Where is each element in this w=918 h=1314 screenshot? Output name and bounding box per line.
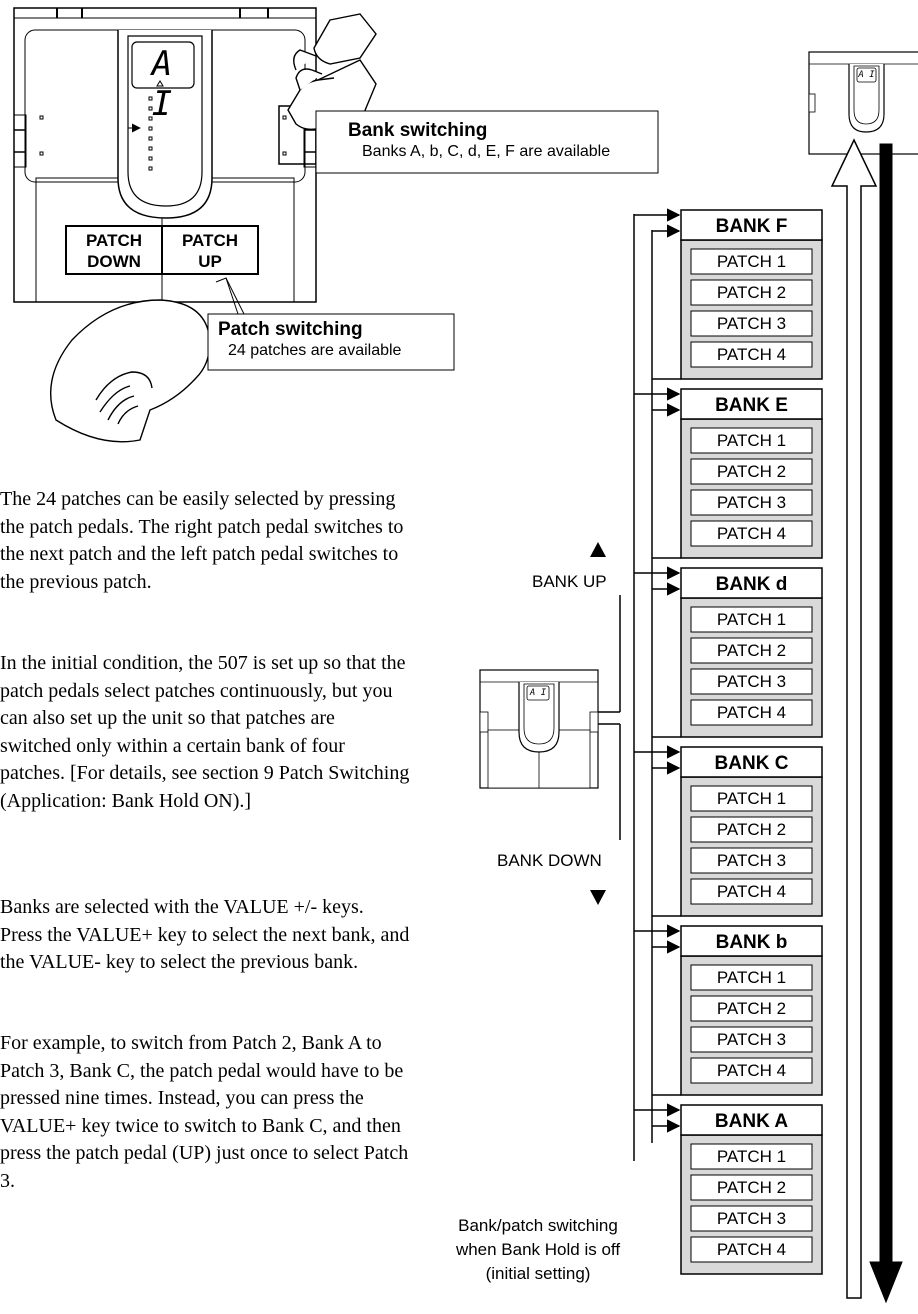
up-arrow-icon (830, 138, 878, 1299)
patch-box (690, 341, 813, 368)
bank-switching-text: Bank switching Banks A, b, C, d, E, F ar… (348, 120, 611, 160)
pedal-unit-left-mini (479, 669, 599, 789)
paragraph-3: Banks are selected with the VALUE +/- ke… (0, 896, 410, 974)
patch-box (690, 310, 813, 337)
patch-box (690, 699, 813, 726)
patch-label: PATCH 3 (717, 1030, 786, 1049)
patch-box (690, 995, 813, 1022)
patch-label: PATCH 1 (717, 252, 786, 271)
down-arrow-icon (869, 143, 903, 1304)
patch-box (690, 458, 813, 485)
patch-label: PATCH 2 (717, 820, 786, 839)
bank-name: BANK E (715, 395, 788, 416)
patch-box (690, 964, 813, 991)
patch-box (690, 248, 813, 275)
bank-name: BANK A (715, 1111, 788, 1132)
bank-down-triangle-icon (590, 890, 606, 905)
patch-label: PATCH 1 (717, 1147, 786, 1166)
display-readout: A I (151, 44, 175, 124)
patch-label: PATCH 2 (717, 1178, 786, 1197)
paragraph-2: In the initial condition, the 507 is set… (0, 652, 410, 812)
patch-label: PATCH 4 (717, 345, 786, 364)
patch-box (690, 1236, 813, 1263)
patch-label: PATCH 4 (717, 882, 786, 901)
bank-block: BANK E PATCH 1 PATCH 2 PATCH 3 PATCH 4 (634, 378, 823, 559)
patch-label: PATCH 1 (717, 789, 786, 808)
bank-block: BANK A PATCH 1 PATCH 2 PATCH 3 PATCH 4 (634, 1094, 823, 1275)
pedal-unit-top-mini (808, 51, 918, 155)
patch-box (690, 1026, 813, 1053)
paragraph-4: For example, to switch from Patch 2, Ban… (0, 1032, 409, 1192)
mini-display-readout-left: A I (529, 688, 547, 698)
patch-label: PATCH 3 (717, 493, 786, 512)
patch-label: PATCH 3 (717, 1209, 786, 1228)
patch-box (690, 1205, 813, 1232)
bank-block: BANK F PATCH 1 PATCH 2 PATCH 3 PATCH 4 (634, 208, 823, 380)
bank-block: BANK C PATCH 1 PATCH 2 PATCH 3 PATCH 4 (634, 736, 823, 917)
mini-display-readout: A I (858, 70, 875, 80)
patch-label: PATCH 2 (717, 999, 786, 1018)
patch-box (690, 878, 813, 905)
patch-switching-text: Patch switching 24 patches are available (218, 319, 402, 359)
patch-label: PATCH 3 (717, 672, 786, 691)
patch-box (690, 427, 813, 454)
bank-name: BANK d (716, 574, 788, 595)
patch-label: PATCH 1 (717, 968, 786, 987)
patch-box (690, 279, 813, 306)
patch-label: PATCH 3 (717, 851, 786, 870)
patch-box (690, 1057, 813, 1084)
patch-label: PATCH 2 (717, 641, 786, 660)
paragraph-1: The 24 patches can be easily selected by… (0, 488, 404, 593)
patch-box (690, 668, 813, 695)
bank-up-label: BANK UP (532, 572, 607, 591)
patch-box (690, 1174, 813, 1201)
patch-box (690, 847, 813, 874)
patch-box (690, 520, 813, 547)
patch-label: PATCH 3 (717, 314, 786, 333)
hand-icon (287, 13, 377, 131)
patch-switching-callout (207, 313, 455, 371)
patch-label: PATCH 4 (717, 703, 786, 722)
foot-icon (50, 299, 211, 443)
callout-pointer (225, 277, 245, 315)
patch-label: PATCH 2 (717, 462, 786, 481)
patch-box (690, 1143, 813, 1170)
bank-block: BANK b PATCH 1 PATCH 2 PATCH 3 PATCH 4 (634, 915, 823, 1096)
patch-label: PATCH 4 (717, 1061, 786, 1080)
patch-box (690, 816, 813, 843)
patch-label: PATCH 4 (717, 524, 786, 543)
patch-box (690, 785, 813, 812)
patch-label: PATCH 4 (717, 1240, 786, 1259)
patch-box (690, 489, 813, 516)
patch-label: PATCH 1 (717, 610, 786, 629)
bank-name: BANK b (716, 932, 788, 953)
pedal-unit (13, 7, 317, 303)
bank-name: BANK C (715, 753, 789, 774)
bank-down-label: BANK DOWN (497, 851, 602, 870)
led-column (148, 96, 153, 171)
patch-box (690, 637, 813, 664)
bank-name: BANK F (716, 216, 788, 237)
patch-box (690, 606, 813, 633)
bank-switching-callout (315, 110, 659, 174)
bank-block: BANK d PATCH 1 PATCH 2 PATCH 3 PATCH 4 (634, 557, 823, 738)
patch-label: PATCH 1 (717, 431, 786, 450)
bank-up-triangle-icon (590, 542, 606, 557)
patch-label: PATCH 2 (717, 283, 786, 302)
triangle-icon (156, 80, 164, 87)
